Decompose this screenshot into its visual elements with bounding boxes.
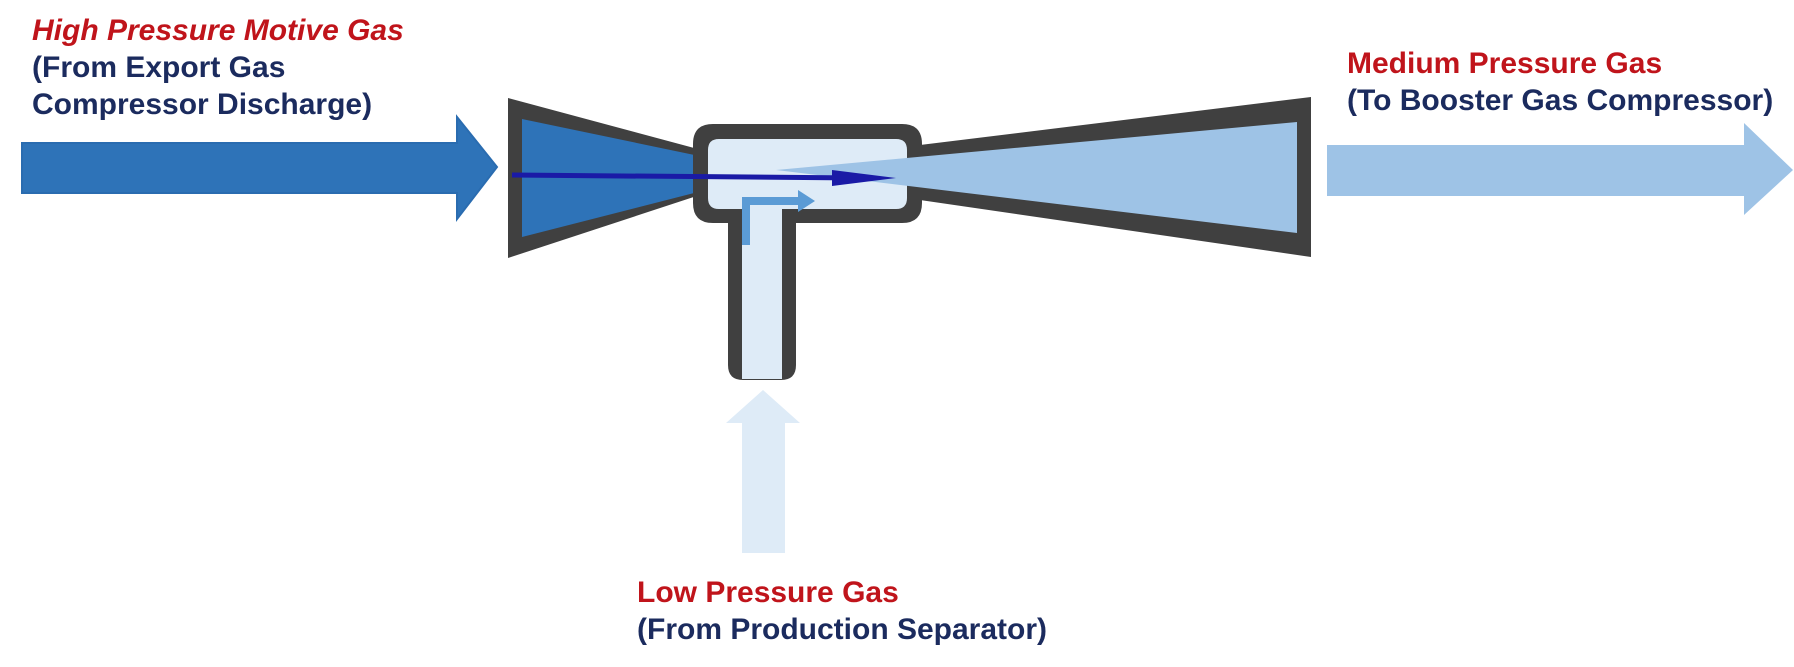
medium-pressure-destination: (To Booster Gas Compressor) [1347, 84, 1774, 117]
entrainment-arrowhead-icon [798, 190, 815, 212]
high-pressure-source-line1: (From Export Gas [32, 51, 286, 84]
low-pressure-inlet-arrow [726, 390, 800, 553]
low-pressure-source: (From Production Separator) [637, 613, 1048, 646]
low-pressure-label: Low Pressure Gas (From Production Separa… [637, 574, 1047, 648]
motive-jet-arrowhead-icon [832, 170, 896, 186]
high-pressure-inlet-arrow [21, 114, 499, 222]
motive-jet-line [511, 172, 861, 181]
medium-pressure-title: Medium Pressure Gas [1347, 47, 1663, 80]
diffuser-interior [776, 122, 1297, 233]
low-pressure-title: Low Pressure Gas [637, 576, 899, 609]
medium-pressure-label: Medium Pressure Gas (To Booster Gas Comp… [1347, 45, 1773, 119]
high-pressure-source-line2: Compressor Discharge) [32, 88, 373, 121]
entrainment-flow-arrow-icon [742, 197, 800, 245]
high-pressure-title: High Pressure Motive Gas [32, 14, 404, 47]
medium-pressure-outlet-arrow [1327, 123, 1793, 215]
high-pressure-label: High Pressure Motive Gas (From Export Ga… [32, 12, 404, 123]
